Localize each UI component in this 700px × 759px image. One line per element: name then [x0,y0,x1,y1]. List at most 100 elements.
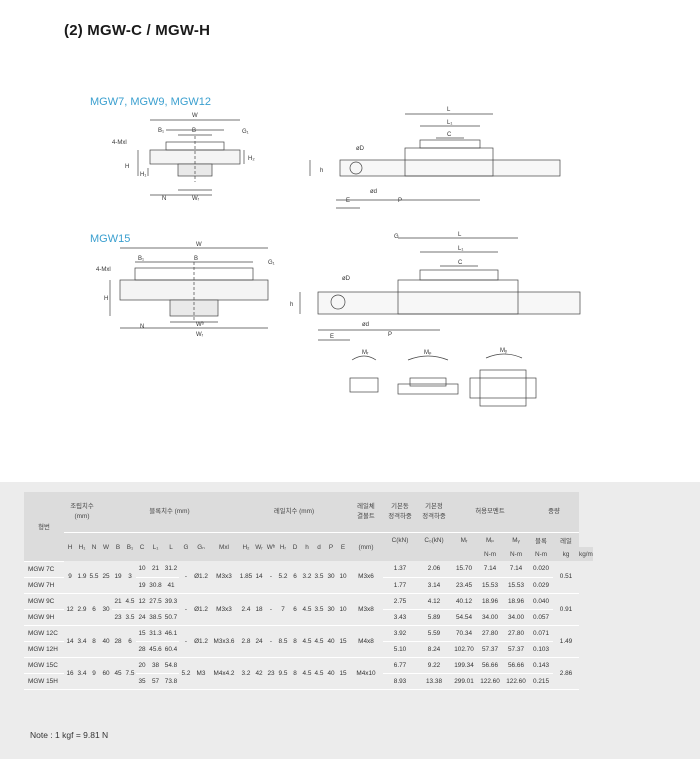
value-cell: 7 [277,593,289,626]
value-cell: 0.029 [529,577,553,594]
value-cell: 40 [325,625,337,658]
value-cell: 3.43 [383,609,417,626]
col-header: Wᵣ [253,532,265,561]
value-cell: - [179,625,193,658]
value-cell: 8 [289,657,301,690]
col-header: Gₙ [193,532,209,561]
value-cell: 14 [253,561,265,594]
col-header: N [88,532,100,561]
value-cell: - [265,625,277,658]
value-cell: 3.5 [313,561,325,594]
group-rail: 레일치수 (mm) [239,492,349,533]
model-cell: MGW 12C [24,625,64,642]
value-cell: 30 [325,593,337,626]
unit-cell: kg [553,547,579,561]
col-header: C(kN) [383,532,417,547]
moment-mp-label: Mₚ [424,350,432,356]
value-cell: 1.77 [383,577,417,594]
unit-cell: N-m [503,547,529,561]
value-cell: 21 [148,561,163,578]
dim-c-large: C [458,260,463,266]
value-cell: 12 [64,593,76,626]
unit-cell: N-m [529,547,553,561]
col-header: C₀(kN) [417,532,451,547]
value-cell: 9.22 [417,657,451,674]
col-header: H [64,532,76,561]
value-cell: 19 [112,561,124,594]
value-cell: Ø1.2 [193,625,209,658]
value-cell: 57 [148,673,163,690]
unit-cell: N-m [477,547,503,561]
value-cell: 57.37 [477,641,503,658]
col-header: H₂ [239,532,253,561]
value-cell: 0.215 [529,673,553,690]
page-title: (2) MGW-C / MGW-H [64,22,211,39]
value-cell: 60.4 [163,641,179,658]
technical-drawings: W B₁ B G₁ 4-Mxl H H₁ H₂ N Wᵣ L L₁ C øD ø… [96,107,581,407]
value-cell: 28 [136,641,148,658]
value-cell: 38.5 [148,609,163,626]
dim-p-small: P [398,198,402,204]
value-cell: 0.91 [553,593,579,626]
subtitle-large-series: MGW15 [90,233,131,245]
value-cell: 5.89 [417,609,451,626]
value-cell: 38 [148,657,163,674]
col-header: Mxl [209,532,239,561]
dim-n-large: N [140,324,144,330]
dim-h-small: H [125,164,129,170]
value-cell: 54.54 [451,609,477,626]
col-header: Wᵇ [265,532,277,561]
value-cell: - [179,561,193,594]
col-header: Hᵣ [277,532,289,561]
moment-mr-label: Mᵣ [362,350,369,356]
moment-diagrams [349,353,537,407]
value-cell: 4.5 [313,625,325,658]
value-cell: 34.00 [477,609,503,626]
cross-section-large [109,247,269,329]
value-cell: Ø1.2 [193,561,209,594]
model-cell: MGW 7H [24,577,64,594]
value-cell: - [179,593,193,626]
value-cell: 70.34 [451,625,477,642]
dim-wb-large: Wᵇ [196,321,205,328]
col-header: Mᵣ [451,532,477,547]
value-cell: 5.5 [88,561,100,594]
col-header: (mm) [349,532,383,561]
dim-d-large: øD [342,276,351,282]
value-cell: M4x4.2 [209,657,239,690]
value-cell: 18 [253,593,265,626]
value-cell: 0.040 [529,593,553,610]
col-header: B [112,532,124,561]
dim-e-large: E [330,334,334,340]
dim-b1-large: B₁ [138,256,144,262]
col-header: 레일 [553,532,579,547]
dim-l-large: L [458,232,462,238]
dim-m-small: 4-Mxl [112,140,127,146]
value-cell: 13.38 [417,673,451,690]
value-cell: 2.75 [383,593,417,610]
value-cell: 24 [253,625,265,658]
value-cell: 2.4 [239,593,253,626]
dim-e-small: E [346,198,350,204]
value-cell: 102.70 [451,641,477,658]
value-cell: M4x8 [349,625,383,658]
dim-l-small: L [447,107,451,113]
value-cell: 40 [100,625,112,658]
value-cell: 3.14 [417,577,451,594]
value-cell: 20 [136,657,148,674]
side-view-small [309,113,561,209]
unit-cell-empty [417,547,451,561]
value-cell: 1.9 [76,561,88,594]
value-cell: 14 [64,625,76,658]
dim-m-large: 4-Mxl [96,267,111,273]
group-assembly: 조립치수(mm) [64,492,100,533]
value-cell: 1.37 [383,561,417,578]
dim-l1-small: L₁ [447,120,452,126]
